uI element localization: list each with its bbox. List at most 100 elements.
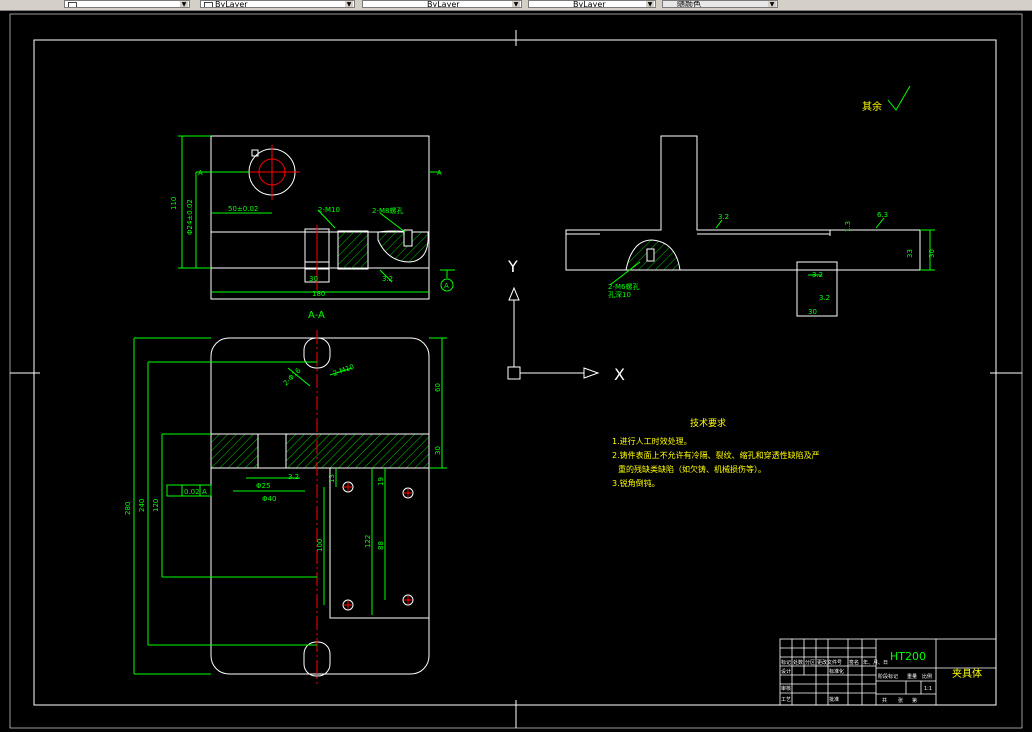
geometric-tolerance-frame [166,484,212,497]
dim-text-rough: 3.2 [382,275,393,283]
tol-datum: A [202,488,207,496]
plan-dimensions [133,337,447,675]
layer-dropdown[interactable]: ▼ [64,0,190,8]
tech-title: 技术要求 [690,417,726,429]
dim-text-19: 19 [377,477,385,486]
front-view-outline [210,135,430,300]
leader-slot2 [329,367,353,376]
plan-bore-gap [257,433,287,469]
color-dropdown[interactable]: ByLayer ▼ [200,0,355,8]
side-text-rough2: 6.3 [877,211,888,219]
part-name: 夹具体 [952,667,982,680]
ucs-x-arrow [583,367,600,379]
chevron-down-icon: ▼ [646,1,654,8]
dim-text-bore-dia: Φ24±0.02 [186,199,194,235]
side-text-rough1: 3.2 [718,213,729,221]
tb-approve: 批准 [829,696,839,703]
tb-process: 工艺 [781,697,791,703]
dim-text-overall: 280 [124,502,132,515]
tech-requirements: 技术要求 1.进行人工时效处理。 2.铸件表面上不允许有冷隔、裂纹、缩孔和穿透性… [612,417,820,488]
leader-slot [287,367,311,387]
lineweight-dropdown[interactable]: ByLayer ▼ [528,0,656,8]
plotstyle-dropdown[interactable]: 随颜色 ▼ [662,0,778,8]
dim-text-bore2: Φ40 [262,495,276,503]
linetype-dropdown[interactable]: ByLayer ▼ [362,0,522,8]
dim-text-30: 30 [434,446,442,455]
plotstyle-dropdown-value: 随颜色 [677,0,701,8]
tb-sign: 签名 [849,659,859,666]
drawing-canvas[interactable]: 110 Φ24±0.02 50±0.02 180 2-M10 2-M8螺孔 30… [0,10,1032,732]
dim-text-100: 100 [316,539,324,552]
hole-3 [342,599,354,611]
datum-letter: A [444,282,449,290]
rough-side-1 [715,219,723,229]
tb-stage: 阶段标记 [878,673,898,680]
section-hatch-b [377,230,429,263]
dim-text-bore-pos: 50±0.02 [228,205,258,213]
chevron-down-icon: ▼ [512,1,520,8]
front-dimensions [178,135,455,293]
dim-text-height: 110 [170,197,178,210]
inner-border [33,39,997,706]
section-mark-left: A [198,169,203,177]
bore-marker [251,149,259,157]
tech-item-2: 2.铸件表面上不允许有冷隔、裂纹、缩孔和穿透性缺陷及严 [612,450,820,460]
side-text-h1: 1.3 [844,221,852,232]
dim-text-width: 180 [312,290,325,298]
properties-toolbar: ▼ ByLayer ▼ ByLayer ▼ ByLayer ▼ 随颜色 ▼ [0,0,1032,11]
tech-item-4: 3.锐角倒钝。 [612,478,660,488]
material-label: HT200 [890,650,926,663]
tb-sheet-no: 第 [912,697,917,704]
dim-text-88: 88 [377,541,385,550]
chevron-down-icon: ▼ [345,1,353,8]
ucs-icon [507,286,600,380]
lineweight-dropdown-value: ByLayer [573,0,606,8]
rough-mark [379,269,393,283]
ucs-y-label: Y [507,257,518,276]
color-swatch-icon [204,2,213,7]
surface-finish-symbol [887,85,911,111]
title-block [779,638,997,706]
side-text-flat: 3.2 [812,271,823,279]
dim-text-13: 13 [328,474,336,483]
ucs-y-arrow [508,286,520,301]
ucs-origin-box [507,366,521,380]
rough-side-2 [875,217,885,229]
hole-2 [402,487,414,499]
tb-designer: 设计 [781,668,791,675]
tb-sheets: 共 [882,697,887,704]
dim-text-m8: 2-M8螺孔 [372,206,403,215]
datum-circle [440,278,454,292]
side-text-33: 33 [906,249,914,258]
side-text-dia: 30 [808,308,817,316]
plan-outline [210,337,430,675]
tb-count: 处数 [793,659,803,666]
side-text-30: 30 [928,249,936,258]
front-view: 110 Φ24±0.02 50±0.02 180 2-M10 2-M8螺孔 30… [170,135,455,321]
linetype-dropdown-value: ByLayer [427,0,460,8]
side-tapped-hole [646,248,655,262]
dim-text-60: 60 [434,383,442,392]
dim-text-m10: 2-M10 [318,206,340,214]
section-mark-right: A [437,169,442,177]
color-dropdown-value: ByLayer [215,0,248,8]
side-outline [565,135,921,271]
section-label: A-A [308,310,325,321]
layer-icon [68,2,77,7]
outer-border [9,13,1023,729]
dim-text-rough: 3.2 [288,473,299,481]
hole-1 [342,481,354,493]
title-block-frame [779,638,997,706]
leader-m6 [609,261,641,286]
tech-item-1: 1.进行人工时效处理。 [612,436,692,446]
side-dimensions [609,217,935,286]
dim-text-120: 120 [152,499,160,512]
side-text-flat2: 3.2 [819,294,830,302]
side-text-holes2: 孔深10 [608,290,631,299]
tb-checker: 审核 [781,685,791,692]
dim-text-slot2: 2-M10 [332,363,355,378]
tb-marks: 标记 [781,659,791,666]
dim-text-122: 122 [364,535,372,548]
tb-scale-value: 1:1 [924,686,932,692]
dim-text-bore1: Φ25 [256,482,270,490]
